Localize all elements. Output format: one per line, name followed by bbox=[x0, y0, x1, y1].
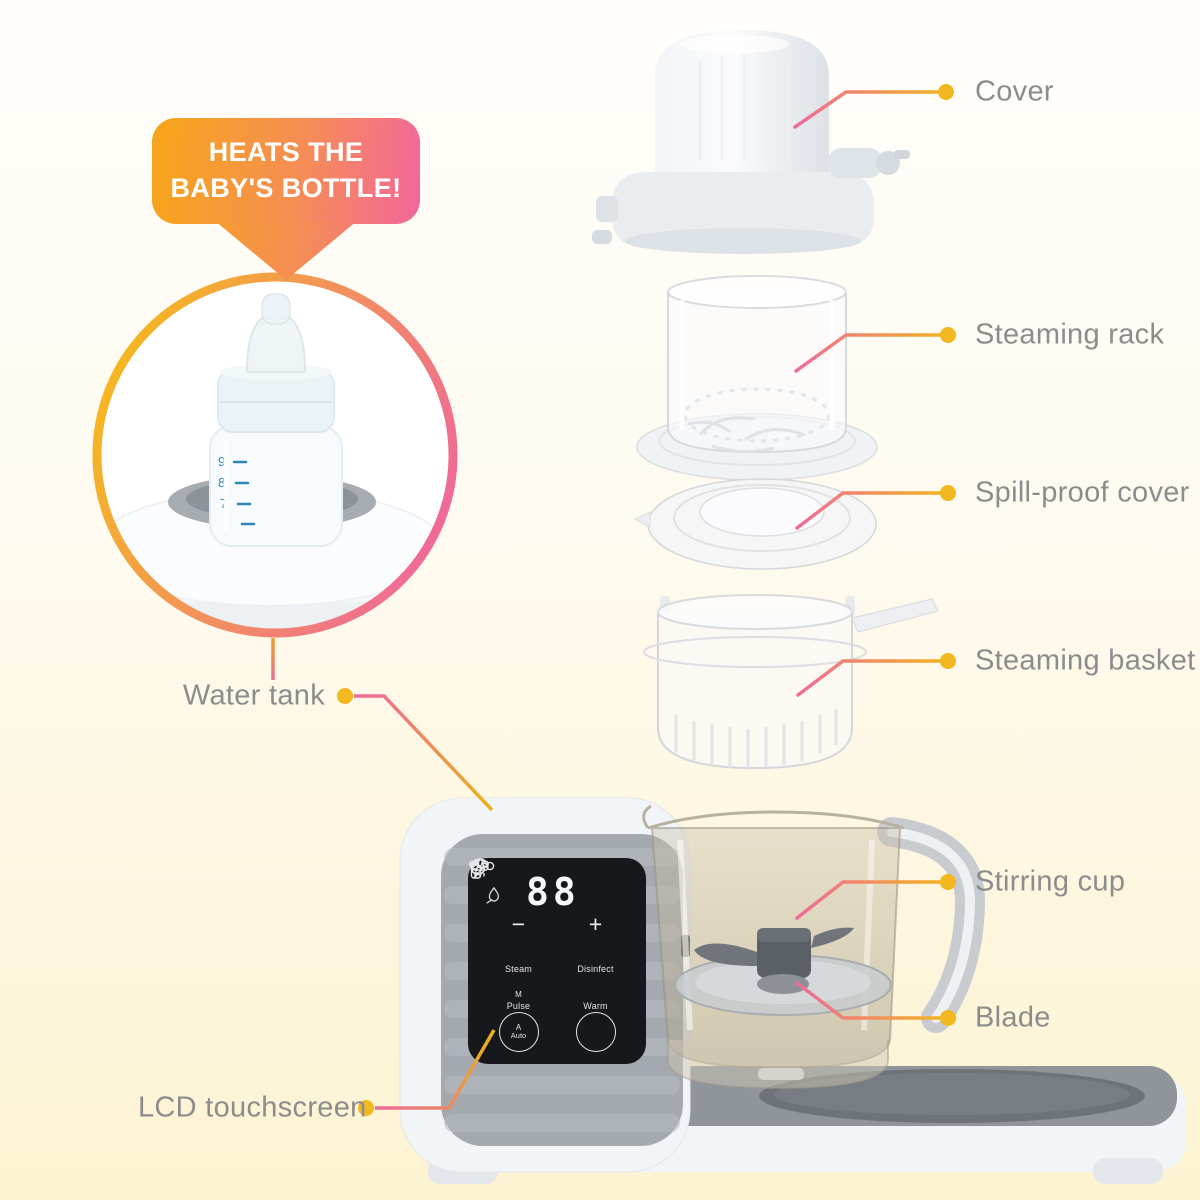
stirring-cup-illustration bbox=[642, 804, 985, 1090]
auto-label: Auto bbox=[510, 1031, 527, 1041]
steam-label: Steam bbox=[504, 963, 532, 974]
steaming-basket-illustration bbox=[643, 594, 939, 770]
water-drop-icon bbox=[484, 886, 502, 906]
callout-spill-proof-cover-label: Spill-proof cover bbox=[975, 476, 1190, 509]
power-button bbox=[470, 860, 616, 1053]
pulse-label: Pulse bbox=[506, 1001, 531, 1012]
cover-illustration bbox=[592, 30, 910, 254]
warm-button: Warm bbox=[470, 859, 634, 1012]
disinfect-label: Disinfect bbox=[577, 963, 614, 974]
callout-steaming-basket-label: Steaming basket bbox=[975, 644, 1196, 677]
bottle-warmer-bubble: 987 bbox=[99, 279, 451, 631]
auto-button: A Auto bbox=[469, 858, 539, 1053]
spill-proof-cover-illustration bbox=[633, 478, 877, 570]
steam-button: Steam bbox=[470, 858, 557, 974]
lcd-display-row: 88 bbox=[480, 870, 634, 914]
lcd-display-value: 88 bbox=[526, 870, 580, 914]
pulse-button: M Pulse bbox=[469, 858, 557, 1012]
promo-badge: HEATS THE BABY'S BOTTLE! bbox=[152, 118, 420, 224]
steaming-rack-illustration bbox=[636, 275, 878, 481]
callout-lcd-touchscreen-label: LCD touchscreen bbox=[138, 1091, 367, 1124]
promo-badge-text: HEATS THE BABY'S BOTTLE! bbox=[170, 137, 402, 203]
callout-stirring-cup-label: Stirring cup bbox=[975, 865, 1126, 898]
pulse-mode-letter: M bbox=[515, 990, 522, 1000]
callout-steaming-rack-label: Steaming rack bbox=[975, 318, 1165, 351]
disinfect-button: Disinfect bbox=[470, 858, 634, 974]
callout-blade-label: Blade bbox=[975, 1001, 1051, 1034]
callout-water-tank-label: Water tank bbox=[182, 679, 325, 712]
warm-label: Warm bbox=[583, 1001, 608, 1012]
minus-button: − bbox=[511, 910, 526, 937]
lcd-panel: 88 − + Steam bbox=[468, 858, 646, 1064]
plus-button: + bbox=[588, 910, 603, 937]
auto-mode-letter: A bbox=[515, 1023, 522, 1033]
callout-cover-label: Cover bbox=[975, 75, 1054, 108]
